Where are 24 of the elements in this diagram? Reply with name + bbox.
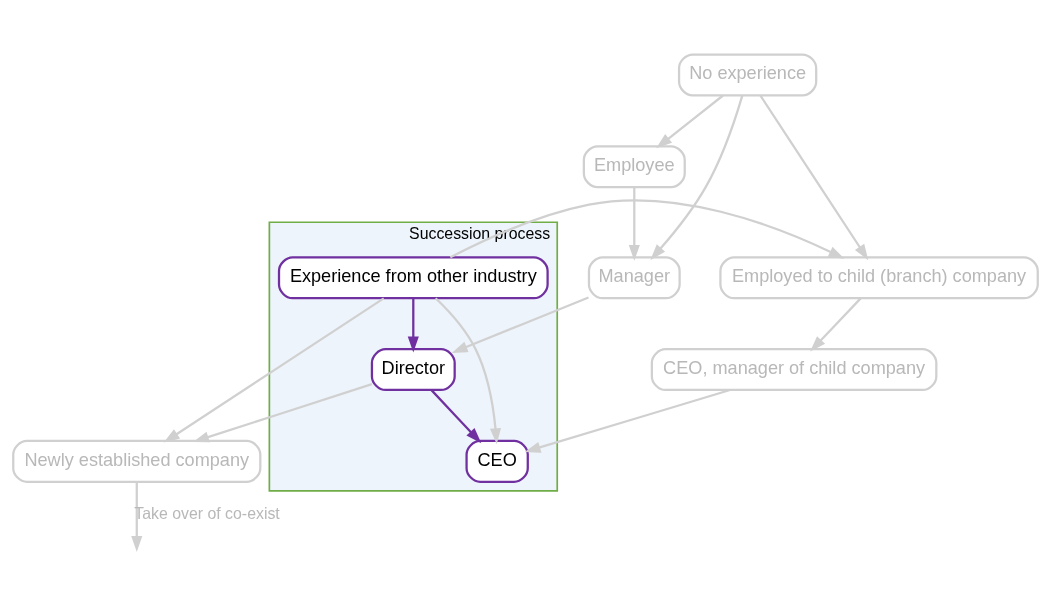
node-box: Manager [587,256,681,300]
node-box: CEO [465,439,529,483]
arrow [131,482,143,552]
arrow [449,199,845,259]
arrow [193,383,373,443]
node-box: Experience from other industry [277,256,549,300]
arrow [628,187,640,261]
arrow [407,298,419,353]
arrow [451,296,589,353]
node-box: No experience [677,53,818,97]
edge-label: Take over of co-exist [134,505,280,523]
arrow [524,388,731,453]
arrow [430,389,482,444]
arrow [759,95,869,261]
arrow [656,94,724,149]
arrow [434,297,502,445]
node-box: CEO, manager of child company [650,348,938,392]
node-box: Newly established company [12,439,262,483]
arrow [650,95,744,260]
node-box: Director [370,348,456,392]
node-box: Employed to child (branch) company [719,256,1039,300]
node-box: Employee [582,145,686,189]
arrow [163,297,385,443]
arrow [810,297,862,352]
